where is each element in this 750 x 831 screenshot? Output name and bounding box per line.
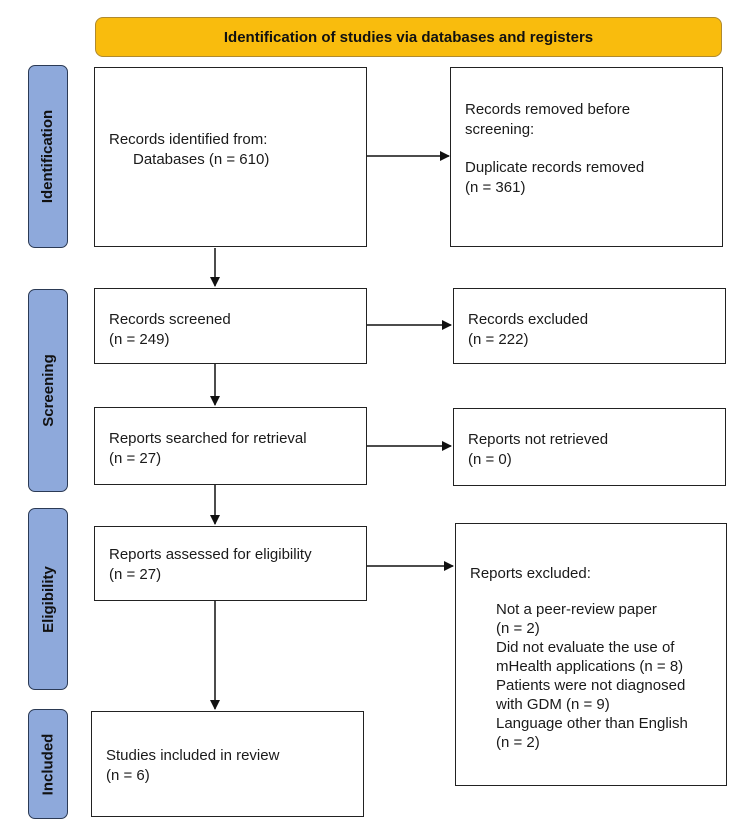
exclusion-reason: with GDM (n = 9) xyxy=(496,696,610,713)
box-text: (n = 27) xyxy=(109,566,162,583)
box-records-screened: Records screened (n = 249) xyxy=(94,288,367,364)
exclusion-reason: (n = 2) xyxy=(496,620,540,637)
box-text: (n = 0) xyxy=(468,451,512,468)
box-text: (n = 249) xyxy=(109,331,170,348)
box-text: (n = 361) xyxy=(465,179,526,196)
box-text: (n = 6) xyxy=(106,767,150,784)
box-reports-sought: Reports searched for retrieval (n = 27) xyxy=(94,407,367,485)
exclusion-reason: mHealth applications (n = 8) xyxy=(496,658,684,675)
box-reports-not-retrieved: Reports not retrieved (n = 0) xyxy=(453,408,726,486)
box-text: Reports searched for retrieval xyxy=(109,430,307,447)
stage-eligibility: Eligibility xyxy=(28,508,68,690)
box-text: (n = 222) xyxy=(468,331,529,348)
exclusion-reason: Did not evaluate the use of xyxy=(496,639,675,656)
box-text: Databases (n = 610) xyxy=(133,151,270,168)
box-text: (n = 27) xyxy=(109,450,162,467)
box-text: Records removed before xyxy=(465,101,631,118)
header-banner: Identification of studies via databases … xyxy=(95,17,722,57)
exclusion-reason: Not a peer-review paper xyxy=(496,601,657,618)
box-records-identified: Records identified from: Databases (n = … xyxy=(94,67,367,247)
exclusion-reason: Patients were not diagnosed xyxy=(496,677,686,694)
box-text: Records screened xyxy=(109,311,231,328)
stage-screening: Screening xyxy=(28,289,68,492)
box-reports-excluded: Reports excluded: Not a peer-review pape… xyxy=(455,523,727,786)
box-text: Records excluded xyxy=(468,311,589,328)
stage-identification: Identification xyxy=(28,65,68,248)
box-text: screening: xyxy=(465,121,535,138)
header-title: Identification of studies via databases … xyxy=(223,28,594,46)
exclusion-reason: (n = 2) xyxy=(496,734,540,751)
box-text: Reports not retrieved xyxy=(468,431,609,448)
stage-included: Included xyxy=(28,709,68,819)
box-text: Duplicate records removed xyxy=(465,159,645,176)
box-text: Records identified from: xyxy=(109,131,268,148)
box-text: Studies included in review xyxy=(106,747,280,764)
box-studies-included: Studies included in review (n = 6) xyxy=(91,711,364,817)
box-records-excluded: Records excluded (n = 222) xyxy=(453,288,726,364)
box-records-removed: Records removed before screening: Duplic… xyxy=(450,67,723,247)
box-reports-assessed: Reports assessed for eligibility (n = 27… xyxy=(94,526,367,601)
box-text: Reports assessed for eligibility xyxy=(109,546,312,563)
box-text: Reports excluded: xyxy=(470,565,591,582)
exclusion-reason: Language other than English xyxy=(496,715,688,732)
